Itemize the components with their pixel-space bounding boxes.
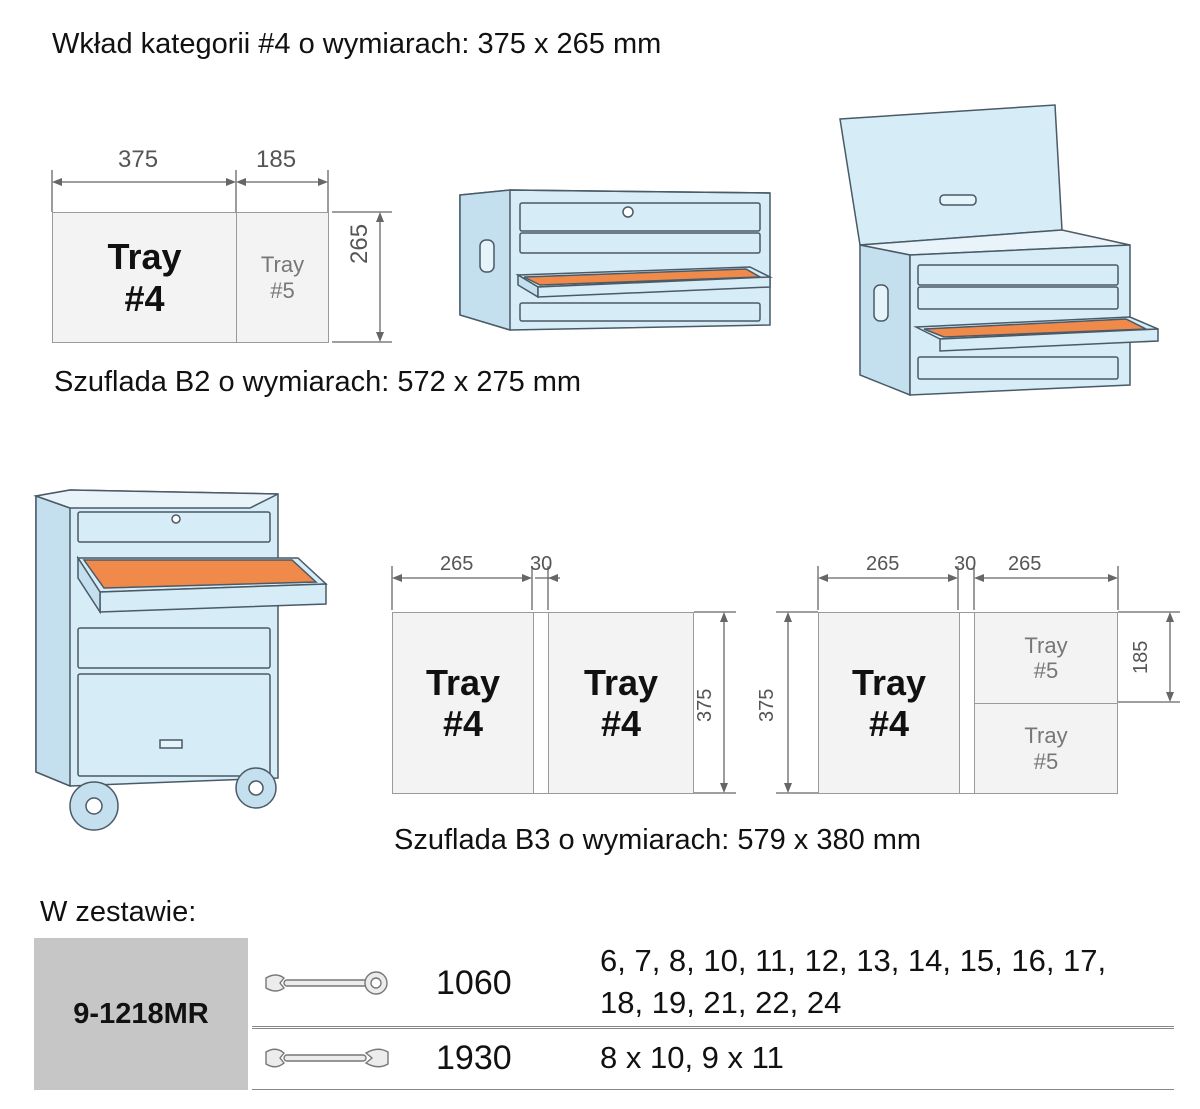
- combination-wrench-icon: [265, 971, 388, 995]
- tray-number: #5: [270, 277, 295, 303]
- sizes-line: 18, 19, 21, 22, 24: [600, 985, 842, 1020]
- set-heading: W zestawie:: [40, 896, 197, 928]
- b3a-dim-height-375: 375: [694, 688, 716, 722]
- b3a-dim-width-265: 265: [440, 553, 474, 575]
- b2-dim-height-265: 265: [346, 223, 373, 264]
- tray-label: Tray: [851, 661, 927, 703]
- tray-label: Tray: [107, 236, 182, 278]
- tray-label: Tray: [583, 661, 659, 703]
- b3a-spacer: [534, 612, 548, 794]
- table-row: 1930 8 x 10, 9 x 11: [252, 1028, 1174, 1090]
- b3b-tray-4: Tray#4: [818, 612, 960, 794]
- set-contents-table: 9-1218MR 1060 6, 7, 8, 10, 11, 12, 13, 1…: [34, 938, 1174, 1090]
- tray-number: #4: [868, 703, 910, 744]
- set-model-cell: 9-1218MR: [34, 938, 248, 1090]
- tray-number: #4: [124, 277, 165, 319]
- tray-label: Tray: [425, 661, 501, 703]
- tray-label: Tray: [260, 252, 305, 278]
- insert-heading: Wkład kategorii #4 o wymiarach: 375 x 26…: [52, 28, 662, 60]
- tool-chest-open-illustration: [839, 104, 1159, 397]
- tray-number: #4: [600, 703, 642, 744]
- set-row-sizes: 8 x 10, 9 x 11: [600, 1037, 784, 1079]
- b3b-dim-height-375: 375: [756, 688, 778, 722]
- set-row-code: 1930: [436, 1039, 512, 1077]
- sizes-line: 8 x 10, 9 x 11: [600, 1040, 784, 1075]
- b3a-tray-4-left: Tray#4: [392, 612, 534, 794]
- tray-number: #5: [1033, 748, 1059, 774]
- b3-drawer-heading: Szuflada B3 o wymiarach: 579 x 380 mm: [394, 824, 922, 856]
- set-row-sizes: 6, 7, 8, 10, 11, 12, 13, 14, 15, 16, 17,…: [600, 940, 1106, 1024]
- b3a-dim-gap-30: 30: [530, 553, 553, 575]
- tool-chest-closed-illustration: [459, 189, 773, 332]
- tool-cart-illustration: [33, 489, 328, 831]
- b2-tray-4: Tray#4: [52, 212, 237, 343]
- b3b-spacer: [960, 612, 974, 794]
- b3b-dim-width-265-right: 265: [1008, 553, 1042, 575]
- b3b-dim-gap-30: 30: [954, 553, 977, 575]
- b3a-tray-4-right: Tray#4: [548, 612, 694, 794]
- set-row-code: 1060: [436, 964, 512, 1002]
- b3b-dim-height-185: 185: [1130, 640, 1152, 674]
- tray-label: Tray: [1024, 723, 1068, 749]
- sizes-line: 6, 7, 8, 10, 11, 12, 13, 14, 15, 16, 17,: [600, 943, 1107, 978]
- b2-dim-width-375: 375: [118, 146, 159, 173]
- b3b-dim-width-265-left: 265: [866, 553, 900, 575]
- b3b-tray-5-bottom: Tray#5: [974, 703, 1118, 794]
- tray-number: #4: [442, 703, 484, 744]
- tray-label: Tray: [1024, 632, 1068, 658]
- open-end-wrench-icon: [265, 1048, 389, 1068]
- b2-drawer-heading: Szuflada B2 o wymiarach: 572 x 275 mm: [54, 366, 582, 398]
- b2-dim-width-185: 185: [256, 146, 297, 173]
- tray-number: #5: [1033, 658, 1059, 683]
- table-row: 1060 6, 7, 8, 10, 11, 12, 13, 14, 15, 16…: [252, 938, 1174, 1027]
- b2-tray-5: Tray#5: [236, 212, 329, 343]
- b3b-tray-5-top: Tray#5: [974, 612, 1118, 704]
